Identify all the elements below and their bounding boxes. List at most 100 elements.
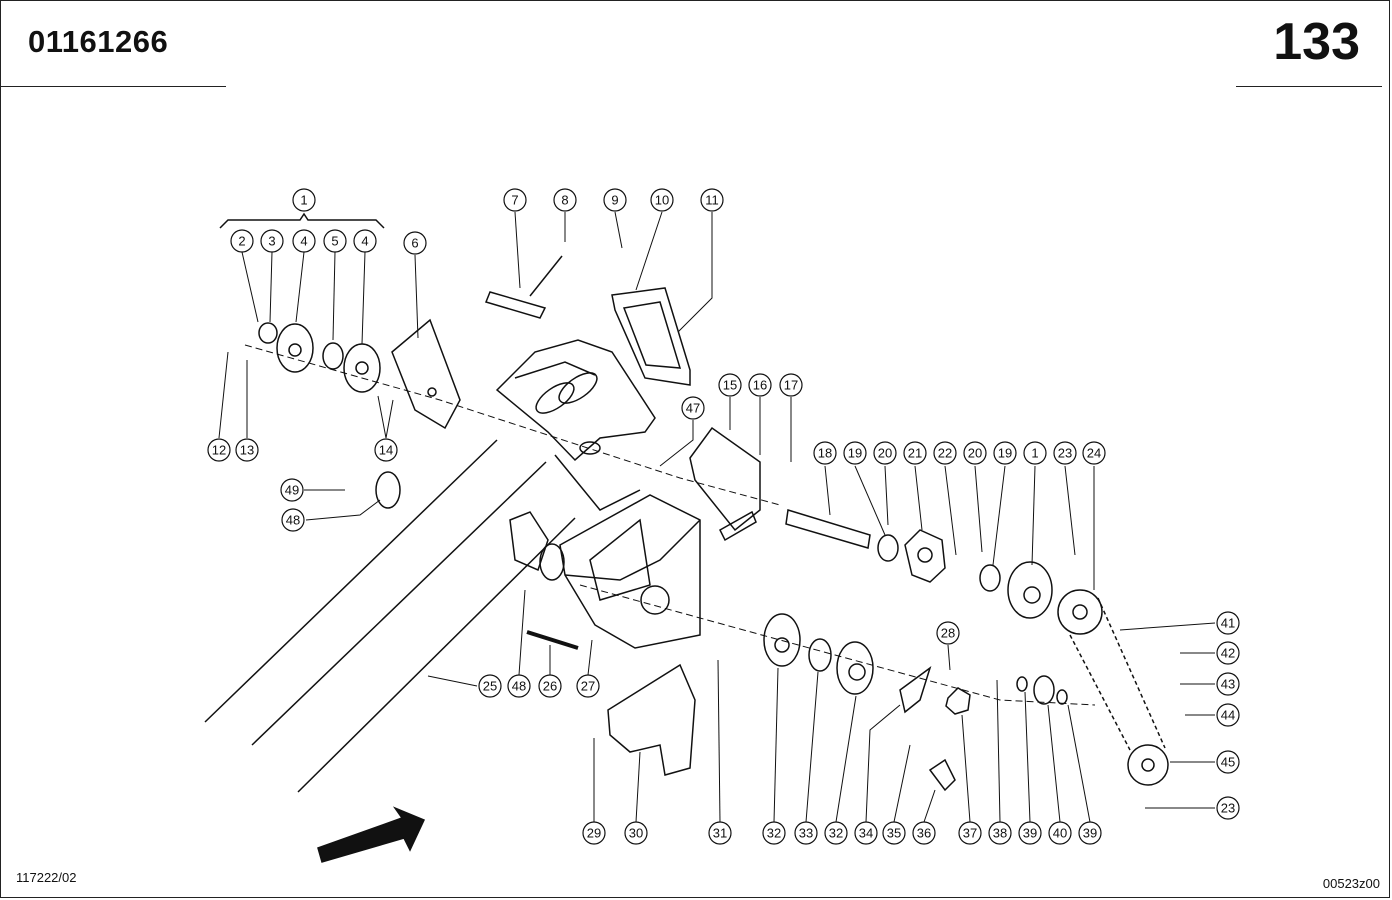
direction-arrow [317,806,426,863]
callout-circle [813,441,837,465]
callout-14: 14 [374,438,398,462]
flange-4a [276,323,314,373]
callout-text: 31 [713,826,727,841]
callout-2: 2 [230,229,254,253]
page-number: 133 [1273,13,1360,71]
callout-text: 16 [753,378,767,393]
callout-text: 48 [512,679,526,694]
callout-circle [553,188,577,212]
callout-40: 40 [1048,821,1072,845]
sprocket-24 [1057,589,1103,635]
callout-11: 11 [700,188,724,212]
callout-text: 29 [587,826,601,841]
shaft-18 [785,509,871,549]
callout-circle [207,438,231,462]
callout-text: 13 [240,443,254,458]
callout-37: 37 [958,821,982,845]
sprocket-45 [1127,744,1169,786]
part-34 [899,666,932,714]
callout-circle [650,188,674,212]
callout-text: 22 [938,446,952,461]
callout-text: 11 [705,193,719,208]
callout-34: 34 [854,821,878,845]
callout-circle [576,674,600,698]
part-3 [258,322,278,344]
callout-text: 43 [1221,677,1235,692]
callout-text: 2 [238,234,245,249]
callout-text: 19 [848,446,862,461]
callout-text: 45 [1221,755,1235,770]
callout-42: 42 [1216,641,1240,665]
callout-circle [1216,641,1240,665]
flange-32b [836,641,874,695]
callout-29: 29 [582,821,606,845]
callout-circle [779,373,803,397]
callout-18: 18 [813,441,837,465]
callout-text: 38 [993,826,1007,841]
callout-circle [230,229,254,253]
callout-circle [478,674,502,698]
plate-15 [689,426,761,532]
callout-circle [912,821,936,845]
callout-1: 1 [292,188,316,212]
callout-35: 35 [882,821,906,845]
callout-circle [507,674,531,698]
callout-48: 48 [281,508,305,532]
callout-33: 33 [794,821,818,845]
callout-circle [582,821,606,845]
callout-text: 8 [561,193,568,208]
callout-circle [936,621,960,645]
callout-text: 21 [908,446,922,461]
callout-text: 41 [1221,616,1235,631]
pin-7 [484,291,547,319]
nut-37 [945,687,971,715]
callout-4: 4 [353,229,377,253]
callout-49: 49 [280,478,304,502]
callout-text: 44 [1221,708,1235,723]
callout-1: 1 [1023,441,1047,465]
callout-text: 4 [361,234,368,249]
callout-44: 44 [1216,703,1240,727]
callout-text: 6 [411,236,418,251]
guard-11 [611,287,691,386]
callout-text: 17 [784,378,798,393]
callout-25: 25 [478,674,502,698]
callout-32: 32 [824,821,848,845]
callout-circle [403,231,427,255]
callout-text: 19 [998,446,1012,461]
callout-22: 22 [933,441,957,465]
callout-text: 40 [1053,826,1067,841]
callout-circle [1082,441,1106,465]
chain-41 [1069,634,1131,751]
chute-line-3 [297,517,576,793]
callout-circle [700,188,724,212]
callout-circle [762,821,786,845]
callout-text: 20 [878,446,892,461]
callout-text: 23 [1058,446,1072,461]
callout-text: 24 [1087,446,1101,461]
callout-10: 10 [650,188,674,212]
callout-16: 16 [748,373,772,397]
callout-30: 30 [624,821,648,845]
callout-20: 20 [873,441,897,465]
callout-text: 10 [655,193,669,208]
callout-43: 43 [1216,672,1240,696]
callout-circle [748,373,772,397]
callout-circle [843,441,867,465]
callout-text: 36 [917,826,931,841]
callout-circle [1078,821,1102,845]
callout-text: 27 [581,679,595,694]
callout-27: 27 [576,674,600,698]
flange-32a [763,613,801,667]
callout-31: 31 [708,821,732,845]
callout-text: 1 [1031,446,1038,461]
callout-38: 38 [988,821,1012,845]
callout-circle [235,438,259,462]
callout-text: 3 [268,234,275,249]
flange-4b [343,343,381,393]
callout-text: 4 [300,234,307,249]
callout-text: 49 [285,483,299,498]
callout-text: 33 [799,826,813,841]
callout-text: 32 [829,826,843,841]
